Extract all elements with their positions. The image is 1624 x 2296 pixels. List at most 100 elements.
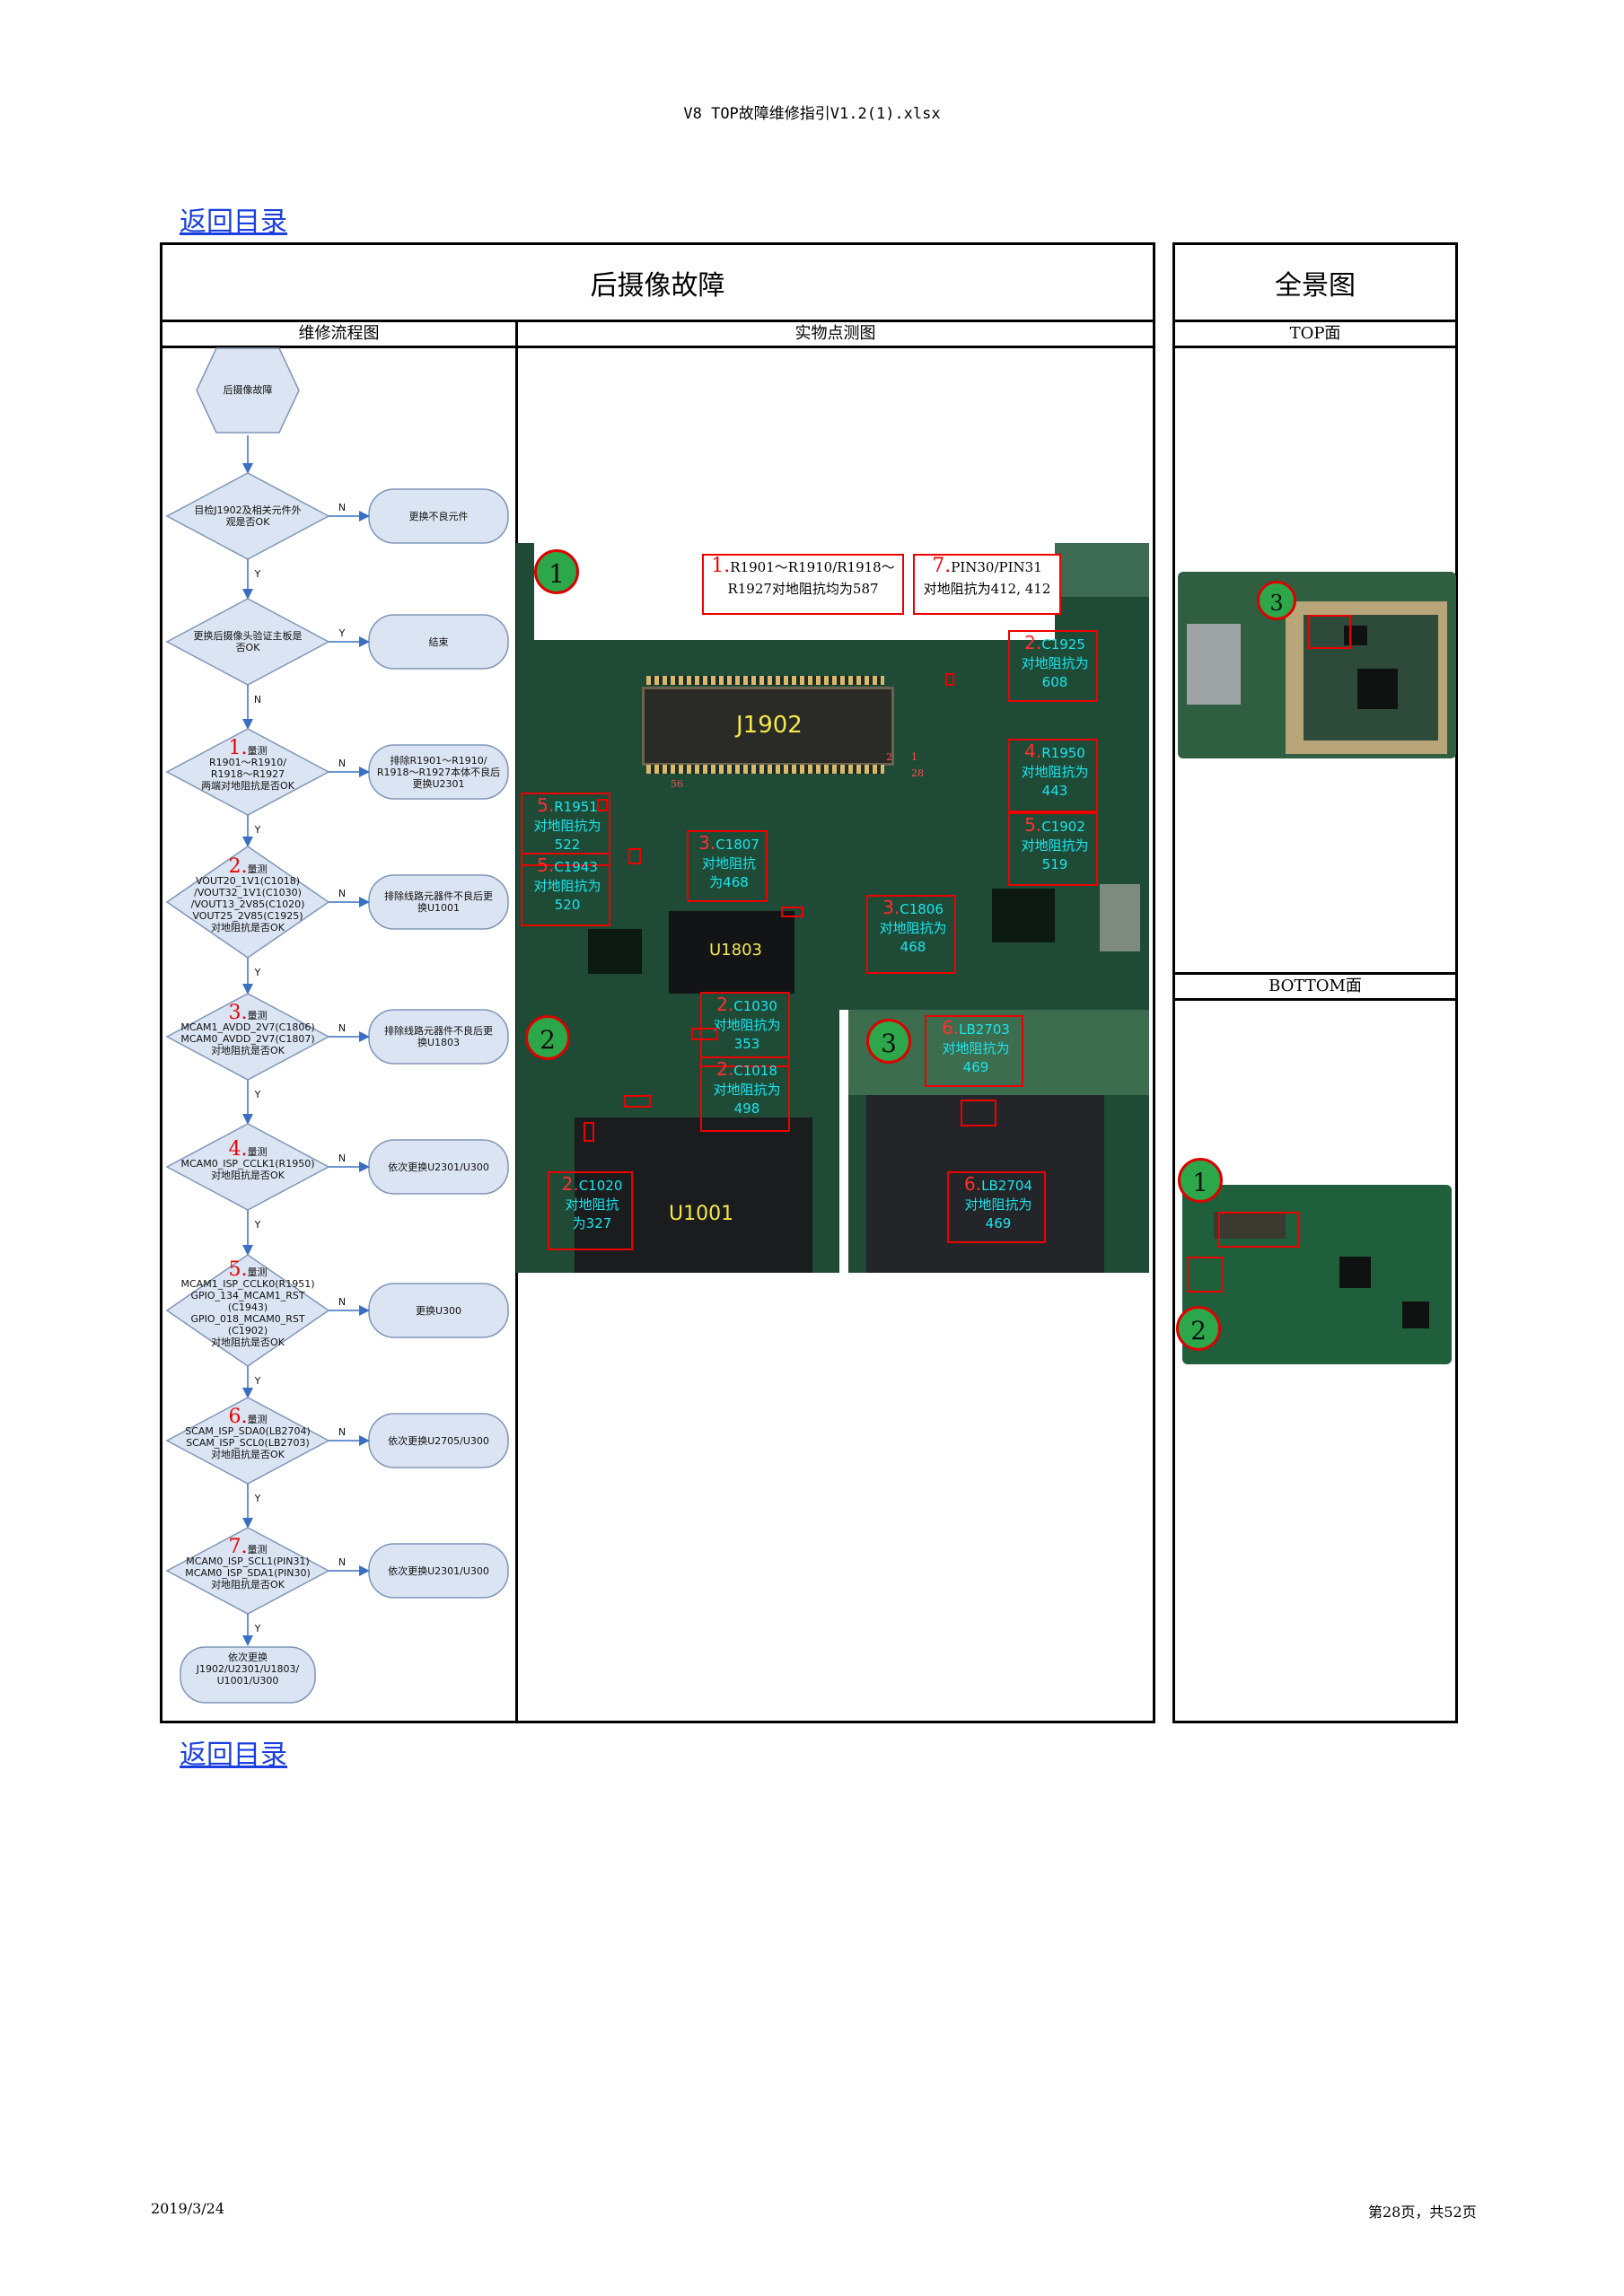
mark-c1807 [781, 907, 803, 917]
board-edge-right [1055, 543, 1149, 597]
callout-7-text: PIN30/PIN31 对地阻抗为412, 412 [923, 559, 1051, 597]
flow-condition-2-text: 更换后摄像头验证主板是 否OK [193, 630, 303, 653]
bottom-mark-box-1 [1218, 1212, 1299, 1248]
flow-end-label-text: 依次更换 J1902/U2301/U1803/ U1001/U300 [196, 1652, 300, 1687]
u1001-label: U1001 [669, 1203, 734, 1225]
flow-condition-9-text: 量测 MCAM0_ISP_SCL1(PIN31) MCAM0_ISP_SDA1(… [185, 1544, 311, 1591]
component-c [1100, 884, 1140, 951]
measure-box-c1925: 2.C1925 对地阻抗为 608 [1008, 630, 1098, 702]
flow-condition-8-text: 量测 SCAM_ISP_SDA0(LB2704) SCAM_ISP_SCL0(L… [185, 1414, 311, 1460]
flow-branch-label-8: N [338, 1426, 347, 1438]
measure-value: 对地阻抗 为327 [565, 1196, 619, 1231]
flow-down-label-2: N [253, 694, 262, 705]
panorama-bottom-marker-1: 1 [1178, 1158, 1223, 1203]
flow-step-number-9: 7. [228, 1536, 248, 1558]
measure-value: 对地阻抗为 469 [964, 1196, 1032, 1231]
flow-action-label-5-text: 排除线路元器件不良后更 换U1803 [384, 1025, 493, 1048]
measure-number: 3. [698, 832, 716, 854]
flow-action-label-4-text: 排除线路元器件不良后更 换U1001 [384, 890, 493, 914]
flow-branch-label-1: N [338, 502, 347, 513]
bottom-chip-1 [1339, 1257, 1371, 1288]
connector-pins-top [646, 676, 884, 685]
measure-value: 对地阻抗为 498 [713, 1082, 781, 1117]
flow-branch-label-4: N [338, 888, 347, 899]
flow-condition-5: 3.量测 MCAM1_AVDD_2V7(C1806) MCAM0_AVDD_2V… [171, 1003, 325, 1057]
flow-condition-9: 7.量测 MCAM0_ISP_SCL1(PIN31) MCAM0_ISP_SDA… [171, 1538, 325, 1591]
flow-down-label-4: Y [254, 967, 261, 978]
j1902-connector [642, 687, 894, 766]
measure-ref: C1943 [554, 859, 598, 875]
u1803-label: U1803 [709, 941, 762, 960]
flow-action-label-9: 依次更换U2301/U300 [373, 1565, 505, 1577]
flow-down-label-3: Y [254, 824, 261, 836]
flow-action-label-4: 排除线路元器件不良后更 换U1001 [373, 890, 505, 914]
flow-action-label-5: 排除线路元器件不良后更 换U1803 [373, 1025, 505, 1048]
flow-action-label-6-text: 依次更换U2301/U300 [388, 1161, 489, 1173]
flow-branch-label-7: N [338, 1296, 347, 1308]
flow-step-number-3: 1. [228, 737, 248, 759]
col-flow-header: 维修流程图 [162, 322, 515, 348]
panorama-bottom-photo: 1 2 [1176, 1158, 1452, 1373]
footer-date: 2019/3/24 [151, 2200, 225, 2217]
flow-action-label-8: 依次更换U2705/U300 [373, 1435, 505, 1447]
measure-number: 2. [716, 994, 734, 1015]
measure-value: 对地阻抗为 468 [879, 920, 947, 955]
top-mark-box-3 [1308, 615, 1351, 649]
back-to-index-link-bottom[interactable]: 返回目录 [180, 1740, 287, 1771]
measure-value: 对地阻抗为 519 [1021, 837, 1089, 872]
flow-condition-5-text: 量测 MCAM1_AVDD_2V7(C1806) MCAM0_AVDD_2V7(… [180, 1010, 315, 1056]
measure-ref: C1020 [578, 1178, 623, 1194]
flow-condition-2: 更换后摄像头验证主板是 否OK [171, 630, 325, 653]
flow-end-terminal [180, 1646, 316, 1704]
panorama-top-marker-3: 3 [1257, 581, 1296, 620]
measure-ref: C1806 [900, 901, 944, 917]
flow-down-label-8: Y [254, 1493, 261, 1504]
flow-branch-label-5: N [338, 1022, 347, 1034]
measure-number: 2. [1024, 632, 1042, 653]
flow-step-number-8: 6. [228, 1406, 248, 1428]
flow-branch-label-3: N [338, 758, 347, 769]
flow-condition-1: 目检J1902及相关元件外 观是否OK [171, 504, 325, 528]
mark-r1951 [597, 799, 608, 811]
mark-c1018 [624, 1095, 651, 1108]
bottom-side-label: BOTTOM面 [1175, 972, 1455, 1001]
callout-r1901-r1927: 1.R1901～R1910/R1918～ R1927对地阻抗均为587 [702, 554, 904, 615]
flow-condition-4: 2.量测 VOUT20_1V1(C1018) /VOUT32_1V1(C1030… [171, 857, 325, 934]
measure-number: 6. [964, 1173, 982, 1195]
top-side-label: TOP面 [1175, 322, 1455, 348]
j1902-label: J1902 [736, 712, 803, 739]
main-title: 后摄像故障 [162, 245, 1153, 322]
mark-c1020 [584, 1122, 594, 1142]
measure-label-c1925: 2.C1925 对地阻抗为 608 [1010, 634, 1100, 692]
mark-r-top [945, 673, 954, 686]
measure-ref: C1902 [1041, 819, 1085, 835]
pin-number-1: 1 [911, 751, 917, 763]
measure-value: 对地阻抗为 443 [1021, 764, 1089, 799]
connector-pins-bottom [646, 765, 884, 774]
measure-number: 2. [716, 1058, 734, 1080]
flow-action-label-6: 依次更换U2301/U300 [373, 1161, 505, 1173]
flow-down-label-9: Y [254, 1623, 261, 1634]
measure-ref: C1925 [1041, 636, 1085, 653]
section-marker-2: 2 [525, 1015, 570, 1060]
col-photo-header: 实物点测图 [518, 322, 1153, 348]
component-a [588, 929, 642, 974]
bottom-mark-box-2 [1187, 1257, 1223, 1293]
back-to-index-link-top[interactable]: 返回目录 [180, 206, 287, 238]
flow-action-label-7-text: 更换U300 [415, 1304, 462, 1317]
section-marker-1: 1 [534, 549, 579, 594]
file-header: V8 TOP故障维修指引V1.2(1).xlsx [683, 105, 941, 123]
flow-condition-7-text: 量测 MCAM1_ISP_CCLK0(R1951) GPIO_134_MCAM1… [180, 1266, 315, 1348]
measure-value: 对地阻抗为 608 [1021, 655, 1089, 690]
